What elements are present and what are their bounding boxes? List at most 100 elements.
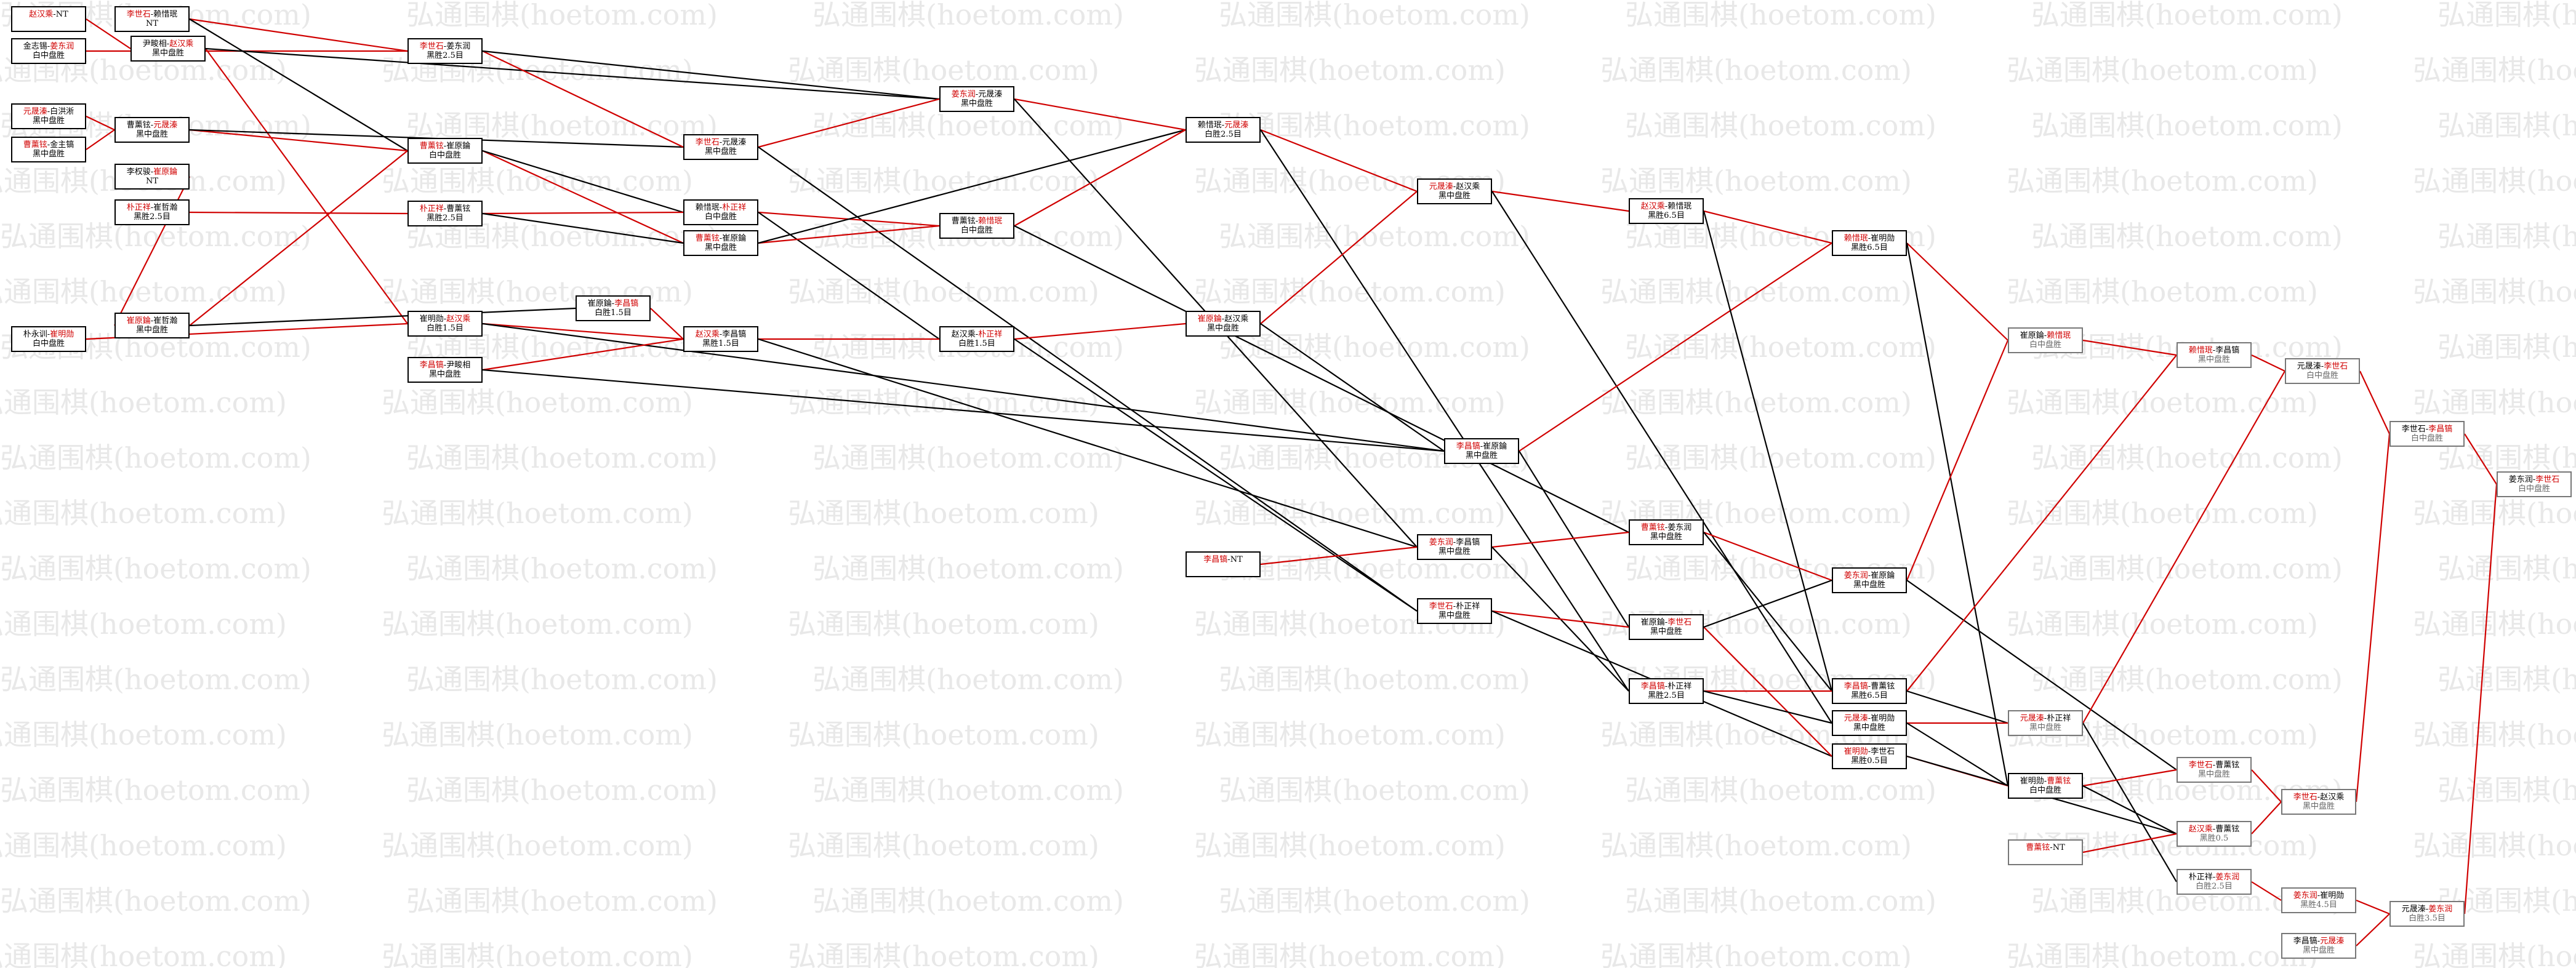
match-box[interactable]: 李世石-李昌镐白中盘胜 (2389, 421, 2465, 447)
player-name: 赖惜珉 (2188, 346, 2213, 355)
match-box[interactable]: 曹薰铉-崔原錀白中盘胜 (407, 138, 483, 164)
match-box[interactable]: 崔原錀-李昌镐白胜1.5目 (576, 295, 651, 321)
pairing-separator: - (150, 316, 154, 326)
match-box[interactable]: 曹薰铉-NT (2008, 839, 2083, 865)
loser-connector (2082, 722, 2177, 882)
match-box[interactable]: 赵汉乘-曹薰铉黑胜0.5 (2177, 821, 2252, 847)
match-box[interactable]: 曹薰铉-姜东润黑中盘胜 (1629, 519, 1704, 545)
winner-connector (1260, 546, 1418, 566)
watermark-text: 弘通围棋(hoetom.com) (0, 441, 311, 474)
pairing-separator: - (2044, 714, 2047, 723)
player-name: 元晟溱 (1224, 121, 1249, 130)
match-box[interactable]: 元晟溱-李世石白中盘胜 (2285, 358, 2360, 384)
player-name: 赖惜珉 (1667, 202, 1692, 211)
match-pairing: 崔原錀-李世石 (1630, 618, 1703, 627)
pairing-separator: - (719, 234, 723, 243)
match-box[interactable]: 李世石-姜东润黑胜2.5目 (407, 38, 483, 64)
winner-connector (758, 98, 940, 148)
match-box[interactable]: 崔原錀-赖惜珉白中盘胜 (2008, 327, 2083, 353)
watermark-text: 弘通围棋(hoetom.com) (1219, 0, 1530, 31)
match-box[interactable]: 曹薰铉-崔原錀黑中盘胜 (683, 230, 758, 256)
watermark-text: 弘通围棋(hoetom.com) (2438, 552, 2576, 585)
match-box[interactable]: 赵汉乘-赖惜珉黑胜6.5目 (1629, 198, 1704, 224)
watermark-text: 弘通围棋(hoetom.com) (0, 386, 287, 419)
match-box[interactable]: 赖惜珉-崔明勋黑胜6.5目 (1832, 230, 1907, 256)
player-name: 赵汉乘 (446, 314, 471, 324)
match-box[interactable]: 曹薰铉-金主镐黑中盘胜 (11, 137, 86, 162)
match-box[interactable]: 元晟溱-崔明勋黑中盘胜 (1832, 710, 1907, 736)
match-pairing: 李昌镐-曹薰铉 (1833, 682, 1906, 691)
match-pairing: 朴正祥-崔哲瀚 (116, 203, 188, 212)
match-box[interactable]: 李昌镐-尹畯相黑中盘胜 (407, 357, 483, 383)
match-box[interactable]: 姜东润-李世石白中盘胜 (2497, 471, 2572, 497)
player-name: 姜东润 (1844, 571, 1868, 580)
match-box[interactable]: 李世石-元晟溱黑中盘胜 (683, 134, 758, 160)
match-box[interactable]: 赵汉乘-朴正祥白胜1.5目 (939, 326, 1014, 352)
player-name: 崔明勋 (1871, 714, 1895, 723)
player-name: 姜东润 (50, 42, 74, 51)
player-name: 曹薰铉 (2215, 825, 2240, 834)
match-box[interactable]: 曹薰铉-元晟溱黑中盘胜 (114, 117, 190, 143)
match-box[interactable]: 金志锡-姜东润白中盘胜 (11, 38, 86, 64)
watermark-text: 弘通围棋(hoetom.com) (813, 884, 1124, 918)
pairing-separator: - (2317, 793, 2321, 802)
match-box[interactable]: 赖惜珉-李昌镐黑中盘胜 (2177, 342, 2252, 368)
match-box[interactable]: 崔原錀-李世石黑中盘胜 (1629, 614, 1704, 640)
match-box[interactable]: 赖惜珉-朴正祥白中盘胜 (683, 199, 758, 225)
player-name: 朴正祥 (1667, 682, 1692, 691)
match-box[interactable]: 崔明勋-赵汉乘白胜1.5目 (407, 311, 483, 337)
match-box[interactable]: 姜东润-崔原錀黑中盘胜 (1832, 567, 1907, 593)
match-box[interactable]: 崔原錀-崔哲瀚黑中盘胜 (114, 313, 190, 338)
pairing-separator: - (1868, 234, 1871, 243)
match-box[interactable]: 姜东润-李昌镐黑中盘胜 (1417, 534, 1492, 560)
player-name: 朴正祥 (126, 203, 151, 212)
match-box[interactable]: 李世石-赵汉乘黑中盘胜 (2281, 789, 2356, 815)
match-box[interactable]: 元晟溱-朴正祥黑中盘胜 (2008, 710, 2083, 736)
watermark-text: 弘通围棋(hoetom.com) (788, 497, 1099, 530)
match-box[interactable]: 元晟溱-白洪淅黑中盘胜 (11, 103, 86, 129)
watermark-text: 弘通围棋(hoetom.com) (2031, 663, 2343, 696)
match-result: 黑胜2.5目 (1648, 691, 1685, 700)
pairing-separator: - (443, 42, 447, 51)
match-box[interactable]: 李昌镐-元晟溱黑中盘胜 (2281, 933, 2356, 959)
match-box[interactable]: 李昌镐-曹薰铉黑胜6.5目 (1832, 678, 1907, 704)
pairing-separator: - (2212, 346, 2216, 355)
match-box[interactable]: 崔原錀-赵汉乘黑中盘胜 (1186, 311, 1261, 337)
match-box[interactable]: 李昌镐-崔原錀黑中盘胜 (1444, 438, 1519, 464)
match-box[interactable]: 李昌镐-NT (1186, 551, 1261, 577)
match-box[interactable]: 赵汉乘-NT (11, 6, 86, 32)
watermark-text: 弘通围棋(hoetom.com) (2413, 829, 2576, 862)
loser-connector (482, 212, 684, 244)
match-box[interactable]: 姜东润-元晟溱黑中盘胜 (939, 86, 1014, 112)
match-box[interactable]: 朴正祥-崔哲瀚黑胜2.5目 (114, 199, 190, 225)
match-box[interactable]: 崔明勋-李世石黑胜0.5目 (1832, 743, 1907, 769)
match-box[interactable]: 李世石-曹薰铉黑中盘胜 (2177, 757, 2252, 783)
match-box[interactable]: 朴永训-崔明勋白中盘胜 (11, 326, 86, 352)
player-name: 曹薰铉 (2026, 843, 2050, 852)
match-box[interactable]: 朴正祥-姜东润白胜2.5目 (2177, 869, 2252, 895)
player-name: 李世石 (2324, 362, 2348, 371)
winner-connector (2082, 370, 2285, 724)
match-box[interactable]: 朴正祥-曹薰铉黑胜2.5目 (407, 201, 483, 226)
winner-connector (189, 150, 408, 326)
match-box[interactable]: 元晟溱-赵汉乘黑中盘胜 (1417, 178, 1492, 204)
match-box[interactable]: 赖惜珉-元晟溱白胜2.5目 (1186, 117, 1261, 143)
match-box[interactable]: 李世石-朴正祥黑中盘胜 (1417, 598, 1492, 624)
match-result: 白中盘胜 (32, 51, 65, 60)
match-box[interactable]: 赵汉乘-李昌镐黑胜1.5目 (683, 326, 758, 352)
watermark-text: 弘通围棋(hoetom.com) (1625, 774, 1936, 807)
player-name: 朴正祥 (2047, 714, 2071, 723)
match-box[interactable]: 李昌镐-朴正祥黑胜2.5目 (1629, 678, 1704, 704)
match-box[interactable]: 崔明勋-曹薰铉白中盘胜 (2008, 773, 2083, 799)
match-pairing: 赵汉乘-赖惜珉 (1630, 202, 1703, 211)
watermark-text: 弘通围棋(hoetom.com) (0, 718, 287, 751)
match-box[interactable]: 元晟溱-姜东润白胜3.5目 (2389, 901, 2465, 927)
match-box[interactable]: 尹畯相-赵汉乘黑中盘胜 (130, 36, 206, 62)
player-name: NT (55, 10, 68, 19)
match-pairing: 朴正祥-姜东润 (2178, 873, 2250, 882)
match-result: 黑胜0.5目 (1851, 756, 1888, 766)
match-box[interactable]: 姜东润-崔明勋黑胜4.5目 (2281, 887, 2356, 913)
match-box[interactable]: 曹薰铉-赖惜珉白中盘胜 (939, 213, 1014, 239)
